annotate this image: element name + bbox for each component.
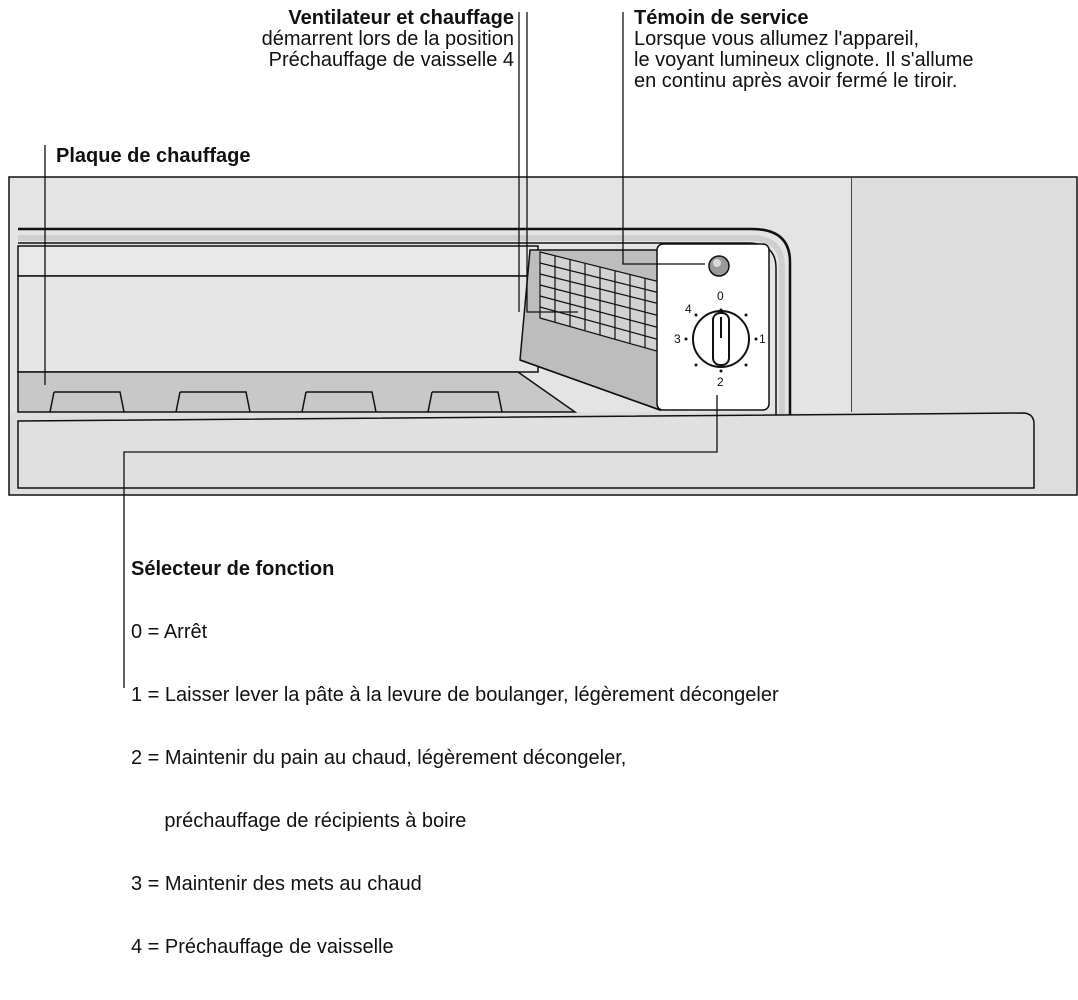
dial-label-3: 3 xyxy=(674,332,681,346)
warming-drawer-diagram: 0 1 2 3 4 Ventilateur et chauffage démar… xyxy=(8,8,1078,958)
callout-fan-heating-title: Ventilateur et chauffage xyxy=(288,7,514,29)
selector-line-3: préchauffage de récipients à boire xyxy=(131,810,467,832)
callout-heating-plate-title: Plaque de chauffage xyxy=(56,145,251,167)
selector-line-5: 4 = Préchauffage de vaisselle xyxy=(131,936,394,958)
drawer-outline xyxy=(18,227,792,418)
callout-service-light-line-1: Lorsque vous allumez l'appareil, xyxy=(634,28,920,50)
callout-service-light-title: Témoin de service xyxy=(634,7,809,29)
selector-line-2: 2 = Maintenir du pain au chaud, légèreme… xyxy=(131,747,627,769)
heating-plate xyxy=(17,371,578,413)
leader-service-light xyxy=(622,12,705,265)
callout-service-light-line-2: le voyant lumineux clignote. Il s'allume xyxy=(634,49,974,71)
callout-fan-heating: Ventilateur et chauffage démarrent lors … xyxy=(262,8,514,71)
service-indicator-lamp xyxy=(708,255,730,277)
leader-fan-b xyxy=(526,12,578,313)
dial-label-4: 4 xyxy=(685,302,692,316)
callout-fan-heating-line-1: démarrent lors de la position xyxy=(261,28,514,50)
selector-line-0: 0 = Arrêt xyxy=(131,621,208,643)
callout-fan-heating-line-2: Préchauffage de vaisselle 4 xyxy=(268,49,514,71)
selector-line-4: 3 = Maintenir des mets au chaud xyxy=(131,873,422,895)
drawer-illustration: 0 1 2 3 4 xyxy=(8,12,1078,688)
callout-service-light: Témoin de service Lorsque vous allumez l… xyxy=(634,8,974,92)
leader-selector xyxy=(123,395,718,688)
dial-label-2: 2 xyxy=(717,375,724,389)
callout-service-light-line-3: en continu après avoir fermé le tiroir. xyxy=(634,70,958,92)
dial-label-1: 1 xyxy=(759,332,766,346)
drawer-front xyxy=(17,412,1035,489)
selector-line-1: 1 = Laisser lever la pâte à la levure de… xyxy=(131,684,779,706)
callout-function-selector: Sélecteur de fonction 0 = Arrêt 1 = Lais… xyxy=(131,517,779,1000)
dial-label-0: 0 xyxy=(717,289,724,303)
callout-function-selector-title: Sélecteur de fonction xyxy=(131,558,335,580)
function-selector-dial[interactable]: 0 1 2 3 4 xyxy=(674,289,766,389)
callout-heating-plate: Plaque de chauffage xyxy=(56,146,251,167)
